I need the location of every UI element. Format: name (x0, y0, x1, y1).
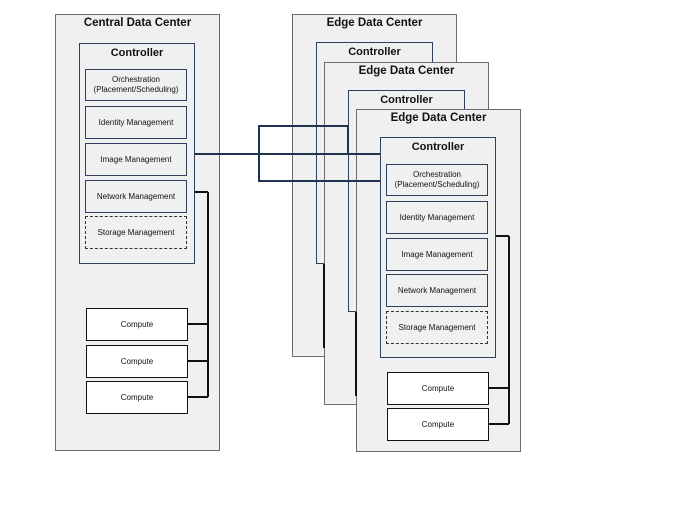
edge-3-compute-node-1: Compute (387, 372, 489, 405)
central-identity-management-module: Identity Management (85, 106, 187, 139)
edge-3-orchestration-module: Orchestration (Placement/Scheduling) (386, 164, 488, 196)
edge-1-controller-title: Controller (348, 46, 401, 58)
edge-data-center-1-title: Edge Data Center (326, 17, 423, 29)
edge-data-center-3-title: Edge Data Center (390, 112, 487, 124)
central-compute-node-3: Compute (86, 381, 188, 414)
edge-3-identity-management-module: Identity Management (386, 201, 488, 234)
edge-3-image-management-module: Image Management (386, 238, 488, 271)
edge-3-compute-node-2: Compute (387, 408, 489, 441)
edge-2-controller-title: Controller (380, 94, 433, 106)
central-storage-management-module: Storage Management (85, 216, 187, 249)
edge-data-center-2-title: Edge Data Center (358, 65, 455, 77)
central-orchestration-module: Orchestration (Placement/Scheduling) (85, 69, 187, 101)
edge-3-network-management-module: Network Management (386, 274, 488, 307)
edge-3-storage-management-module: Storage Management (386, 311, 488, 344)
central-compute-node-2: Compute (86, 345, 188, 378)
edge-3-controller-title: Controller (411, 141, 465, 153)
central-controller-title: Controller (110, 47, 164, 59)
central-data-center-title: Central Data Center (83, 17, 192, 29)
central-network-management-module: Network Management (85, 180, 187, 213)
central-image-management-module: Image Management (85, 143, 187, 176)
central-compute-node-1: Compute (86, 308, 188, 341)
